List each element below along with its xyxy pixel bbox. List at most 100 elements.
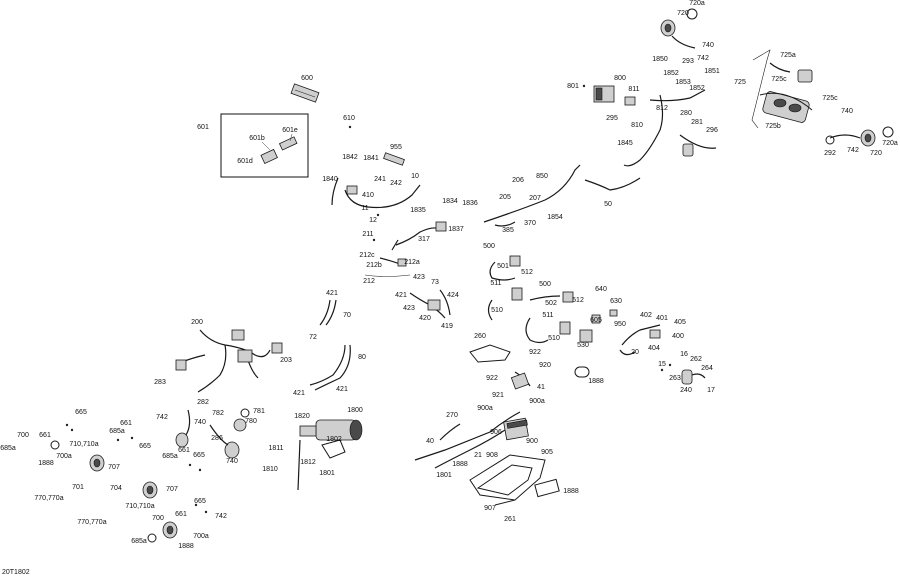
callout-label: 296 [706, 127, 718, 134]
callout-label: 1888 [38, 460, 54, 467]
callout-label: 261 [504, 516, 516, 523]
callout-label: 740 [841, 108, 853, 115]
callout-label: 801 [567, 83, 579, 90]
callout-label: 1888 [563, 488, 579, 495]
callout-label: 11 [361, 205, 368, 212]
ecu-800 [593, 85, 636, 106]
callout-label: 510 [548, 335, 560, 342]
callout-label: 421 [395, 292, 407, 299]
callout-label: 1834 [442, 198, 458, 205]
callout-label: 1851 [704, 68, 720, 75]
callout-label: 1836 [462, 200, 478, 207]
callout-label: 70 [343, 312, 351, 319]
callout-label: 811 [628, 86, 639, 93]
callout-label: 212b [366, 262, 382, 269]
callout-label: 263 [669, 375, 681, 382]
inset-connector-parts [260, 133, 298, 165]
main-harness-200 [175, 329, 283, 393]
callout-label: 720a [882, 140, 898, 147]
callout-label: 12 [369, 217, 377, 224]
callout-label: 385 [502, 227, 514, 234]
callout-label: 955 [390, 144, 402, 151]
hardware-dots [65, 84, 672, 514]
callout-label: 661 [39, 432, 51, 439]
callout-label: 665 [139, 443, 151, 450]
callout-label: 17 [707, 387, 715, 394]
callout-label: 317 [418, 236, 430, 243]
callout-label: 1888 [178, 543, 194, 550]
callout-label: 725b [765, 123, 781, 130]
callout-label: 21 [474, 452, 482, 459]
callout-label: 700a [193, 533, 209, 540]
callout-label: 280 [680, 110, 692, 117]
callout-label: 922 [529, 349, 541, 356]
callout-label: 710,710a [125, 503, 154, 510]
harness-1835 [391, 221, 447, 251]
callout-label: 725 [734, 79, 746, 86]
callout-label: 501 [497, 263, 509, 270]
callout-label: 15 [658, 361, 666, 368]
harness-1854 [483, 164, 641, 227]
callout-label: 206 [512, 177, 524, 184]
callout-label: 782 [212, 410, 224, 417]
callout-label: 205 [499, 194, 511, 201]
speaker-left-740 [175, 408, 250, 459]
callout-label: 740 [702, 42, 714, 49]
callout-label: 661 [120, 420, 132, 427]
callout-label: 665 [75, 409, 87, 416]
callout-label: 905 [541, 449, 553, 456]
callout-label: 781 [253, 408, 265, 415]
callout-label: 665 [193, 452, 205, 459]
callout-label: 1852 [689, 85, 705, 92]
cable-70 [319, 299, 337, 326]
callout-label: 725a [780, 52, 796, 59]
battery-tray-905 [469, 454, 546, 506]
callout-label: 283 [154, 379, 166, 386]
callout-label: 665 [194, 498, 206, 505]
speaker-bottom-left-1 [50, 440, 105, 472]
callout-label: 212c [359, 252, 375, 259]
callout-label: 1852 [663, 70, 679, 77]
callout-label: 908 [486, 452, 498, 459]
callout-label: 1801 [319, 470, 335, 477]
callout-label: 530 [577, 342, 589, 349]
callout-label: 404 [648, 345, 660, 352]
callout-label: 907 [484, 505, 496, 512]
callout-label: 850 [536, 173, 548, 180]
speaker-bottom-left-3 [147, 521, 178, 543]
callout-label: 700a [56, 453, 72, 460]
callout-label: 511 [490, 280, 501, 287]
bracket-260 [469, 344, 531, 390]
callout-label: 601 [197, 124, 209, 131]
callout-label: 742 [847, 147, 859, 154]
callout-label: 800 [614, 75, 626, 82]
callout-label: 700 [152, 515, 164, 522]
cable-80 [309, 344, 351, 391]
callout-label: 370 [524, 220, 536, 227]
callout-label: 920 [539, 362, 551, 369]
callout-label: 1850 [652, 56, 668, 63]
callout-label: 1802 [326, 436, 342, 443]
callout-label: 1888 [452, 461, 468, 468]
harness-10 [331, 152, 421, 209]
callout-label: 10 [411, 173, 419, 180]
cover-1888 [534, 478, 560, 498]
callout-label: 200 [191, 319, 203, 326]
callout-label: 500 [539, 281, 551, 288]
callout-label: 605 [590, 317, 602, 324]
callout-label: 685a [162, 453, 178, 460]
callout-label: 725c [771, 76, 787, 83]
harness-212 [364, 257, 411, 277]
callout-label: 900a [477, 405, 493, 412]
callout-label: 40 [426, 438, 434, 445]
callout-label: 720 [870, 150, 882, 157]
speaker-bottom-left-2 [142, 481, 158, 499]
callout-label: 770,770a [34, 495, 63, 502]
callout-label: 421 [293, 390, 305, 397]
callout-label: 419 [441, 323, 453, 330]
callout-label: 1841 [363, 155, 379, 162]
callout-label: 720a [689, 0, 705, 7]
callout-label: 900 [526, 438, 538, 445]
callout-label: 270 [446, 412, 458, 419]
